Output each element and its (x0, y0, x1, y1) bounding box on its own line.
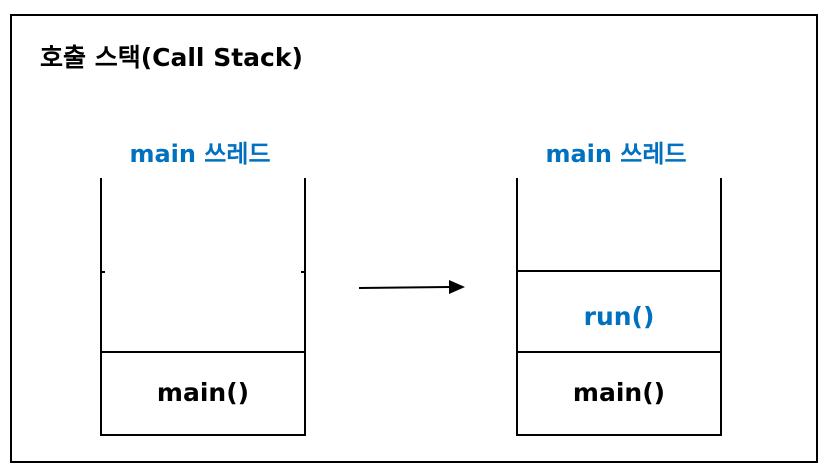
before-call-stack: main() (100, 178, 306, 436)
stack-right-wall (304, 178, 306, 436)
after-call-stack: run() main() (516, 178, 722, 436)
arrow-shaft (358, 286, 450, 289)
stack-right-wall (720, 178, 722, 436)
stack-left-wall (516, 178, 518, 436)
stack-frame-run: run() (583, 302, 655, 331)
stack-tick-right (301, 271, 304, 273)
stack-left-wall (100, 178, 102, 436)
transition-arrow (358, 280, 465, 294)
stack-frame-main: main() (156, 378, 250, 407)
stack-frame-divider (516, 351, 722, 353)
stack-frame-divider-top (516, 270, 722, 272)
stack-frame-divider (100, 351, 306, 353)
arrow-head (449, 280, 465, 294)
stack-floor (516, 434, 722, 436)
stack-frame-main: main() (572, 378, 666, 407)
stack-tick-left (102, 271, 105, 273)
stack-floor (100, 434, 306, 436)
before-thread-label: main 쓰레드 (129, 140, 271, 168)
diagram-frame (10, 14, 818, 463)
diagram-title: 호출 스택(Call Stack) (40, 43, 303, 72)
after-thread-label: main 쓰레드 (545, 140, 687, 168)
